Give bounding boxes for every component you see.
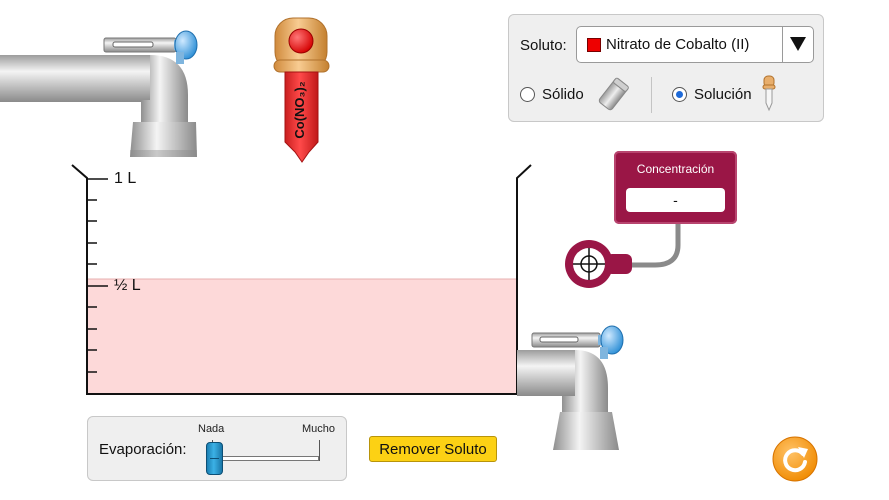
concentration-meter: Concentración - <box>614 151 737 224</box>
meter-title: Concentración <box>636 162 715 176</box>
solute-dropdown-button[interactable] <box>782 27 813 62</box>
dropper-formula-label: Co(NO₃)₂ <box>292 81 307 139</box>
solute-selected-value: Nitrato de Cobalto (II) <box>606 36 750 53</box>
input-faucet-handle[interactable] <box>103 30 198 64</box>
radio-solution[interactable] <box>672 87 687 102</box>
solute-label: Soluto: <box>520 37 567 54</box>
drain-faucet <box>517 350 619 450</box>
meter-readout: - <box>626 188 725 212</box>
radio-solid[interactable] <box>520 87 535 102</box>
reset-button[interactable] <box>772 436 818 482</box>
input-faucet <box>0 55 197 157</box>
solid-shaker-icon <box>598 77 629 111</box>
reset-icon <box>772 436 818 482</box>
panel-divider <box>651 77 652 113</box>
meter-probe[interactable] <box>565 240 632 288</box>
drain-faucet-handle[interactable] <box>531 325 624 359</box>
beaker-solution <box>87 279 517 393</box>
solute-dropper[interactable] <box>273 17 330 163</box>
radio-solution-label[interactable]: Solución <box>694 86 752 103</box>
remove-solute-button[interactable]: Remover Soluto <box>369 436 497 462</box>
evaporation-label: Evaporación: <box>99 441 187 458</box>
evaporation-slider-thumb[interactable] <box>205 442 223 475</box>
solute-panel: Soluto: Nitrato de Cobalto (II) Sólido S… <box>508 14 824 122</box>
beaker <box>71 164 532 395</box>
evaporation-max-label: Mucho <box>302 423 336 435</box>
beaker-ticks <box>87 178 108 373</box>
volume-half-label: ½ L <box>114 277 141 294</box>
volume-max-label: 1 L <box>114 170 137 187</box>
solute-select[interactable]: Nitrato de Cobalto (II) <box>576 26 814 63</box>
evaporation-slider-track[interactable] <box>212 456 319 461</box>
radio-solid-label[interactable]: Sólido <box>542 86 584 103</box>
dropper-icon <box>762 75 776 112</box>
evaporation-min-label: Nada <box>198 423 225 435</box>
evaporation-max-tick <box>319 440 320 461</box>
solute-color-swatch <box>587 38 601 52</box>
evaporation-panel: Evaporación: Nada Mucho <box>87 416 347 481</box>
meter-cable <box>628 224 681 268</box>
triangle-down-icon <box>790 37 806 51</box>
